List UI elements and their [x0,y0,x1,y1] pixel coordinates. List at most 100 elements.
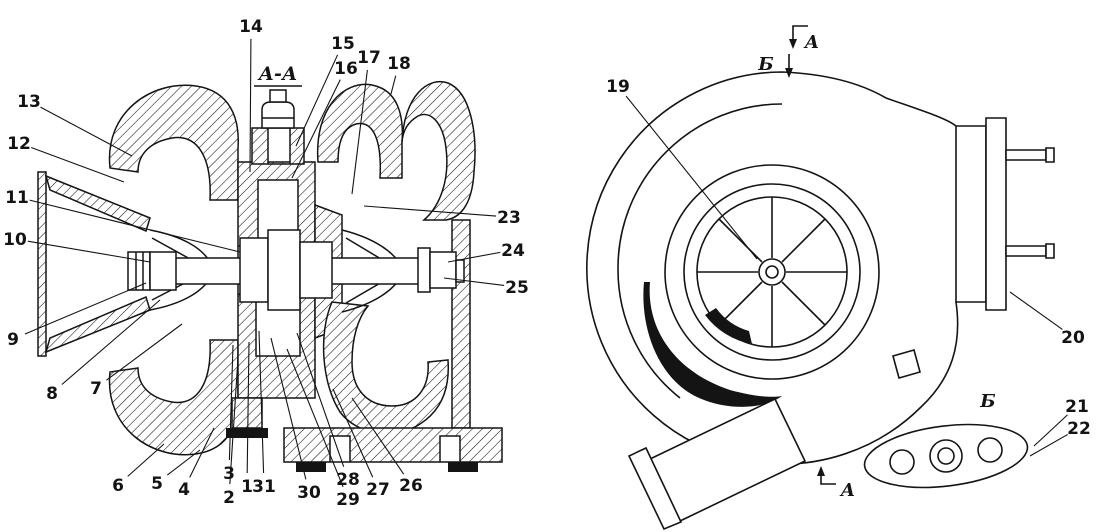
turbine-housing-lower-scroll [322,301,450,435]
outlet-duct-upper-line [885,97,957,127]
callout-label-19: 19 [606,77,630,97]
callout-leader-line-7 [106,323,183,381]
callout-leader-line-20 [1009,291,1063,330]
flange-hole-left [889,449,915,475]
view-marker-Б-2: Б [979,391,995,412]
callout-label-23: 23 [497,208,521,228]
mount-tab [892,349,921,379]
callout-leader-line-30 [270,337,307,480]
callout-leader-line-26 [351,397,405,475]
inlet-flange [37,171,47,357]
callout-label-15: 15 [331,34,355,54]
housing-outline [586,71,959,465]
flange-detail-view [863,423,1029,489]
stud-tip-upper [1045,147,1055,163]
callout-leader-line-5 [166,449,201,476]
callout-label-5: 5 [151,474,163,494]
housing-foot [231,397,263,429]
view-marker-А-3: А [839,480,856,501]
callout-label-6: 6 [112,476,124,496]
callout-label-14: 14 [239,17,263,37]
flange-hole-right [977,437,1003,463]
exhaust-duct-flange [627,446,683,531]
callout-leader-line-1 [246,341,250,474]
callout-label-1: 1 [241,477,253,497]
callout-label-8: 8 [46,384,58,404]
impeller-wheel [683,183,861,361]
callout-label-20: 20 [1061,328,1085,348]
wheel-hub-center [765,265,779,279]
cross-section-view [37,80,503,472]
callout-leader-line-10 [27,240,151,263]
outlet-flange-foot-right [448,462,478,472]
scroll-passage-shadow [643,282,782,407]
callout-leader-line-21 [1033,414,1068,447]
callout-label-24: 24 [501,241,525,261]
flange-stud-upper [1005,149,1047,161]
turbine-housing-outer-wall [451,219,471,429]
callout-label-22: 22 [1067,419,1091,439]
callout-leader-line-13 [40,106,133,157]
compressor-housing-upper-scroll [108,84,239,201]
shaft-hub-center [267,229,301,311]
callout-leader-line-23 [363,205,497,217]
callout-label-7: 7 [90,379,102,399]
flange-center-bore-outer [929,439,963,473]
shaft-left-nut [127,251,151,291]
callout-label-26: 26 [399,476,423,496]
callout-leader-line-17 [351,69,368,195]
rotor-shaft-assembly [127,229,465,311]
callout-label-31: 31 [252,477,276,497]
callout-label-4: 4 [178,480,190,500]
exhaust-duct [648,397,807,523]
callout-leader-line-15 [295,54,339,147]
callout-leader-line-18 [390,75,397,95]
flange-center-bore-inner [937,447,955,465]
callout-label-13: 13 [17,92,41,112]
flange-stud-lower [1005,245,1047,257]
callout-leader-line-25 [443,277,505,286]
outlet-flange [283,427,503,463]
callout-leader-line-9 [24,282,147,335]
callout-leader-line-4 [189,427,215,478]
callout-label-10: 10 [3,230,27,250]
housing-bore [664,164,880,380]
right-flange-plate [985,117,1007,311]
side-view [586,25,1055,531]
callout-label-27: 27 [366,480,390,500]
housing-foot-pad [226,428,268,438]
callout-label-30: 30 [297,483,321,503]
callout-leader-line-29 [286,348,344,488]
callout-label-2: 2 [223,488,235,508]
shaft-washer [417,247,431,293]
compressor-housing-lower-scroll [108,339,239,456]
callout-label-9: 9 [7,330,19,350]
view-marker-Б-1: Б [757,54,773,75]
callout-leader-line-27 [332,388,374,478]
callout-leader-line-22 [1029,433,1068,457]
callout-label-29: 29 [336,490,360,510]
callout-leader-line-31 [258,330,265,474]
inlet-duct-upper-wall [44,174,151,233]
outlet-flange-foot-left [296,462,326,472]
housing-inner-scroll [617,103,783,399]
view-marker-А-0: А [803,32,820,53]
callout-leader-line-19 [625,95,758,260]
right-flange-neck [955,125,987,303]
callout-label-25: 25 [505,278,529,298]
callout-label-21: 21 [1065,397,1089,417]
callout-leader-line-3 [228,344,234,461]
callout-label-12: 12 [7,134,31,154]
callout-leader-line-12 [30,147,125,183]
callout-leader-line-16 [291,79,341,179]
inlet-duct-lower-wall [44,295,151,354]
callout-label-16: 16 [334,59,358,79]
callout-leader-line-8 [61,299,161,385]
turbine-housing-scroll-right [401,80,476,221]
wheel-hub [758,258,786,286]
shaft-left-step [149,251,177,291]
callout-leader-line-24 [447,251,501,263]
